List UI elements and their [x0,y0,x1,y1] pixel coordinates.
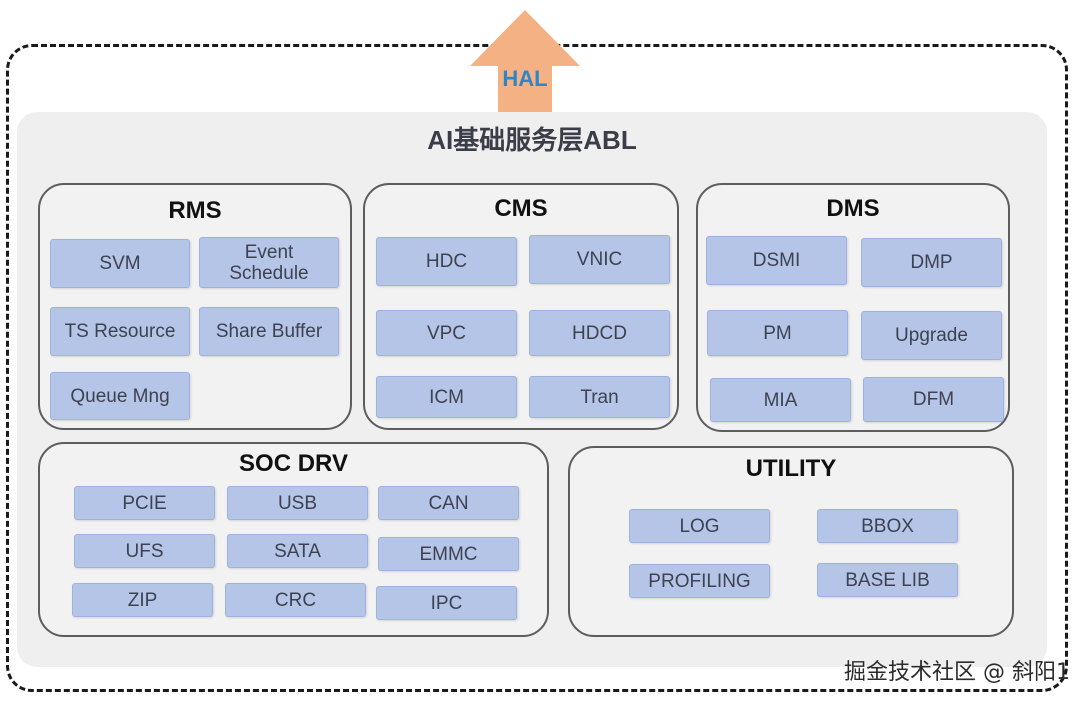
soc-module-usb: USB [227,486,368,520]
cms-module-vnic: VNIC [529,235,670,284]
soc-module-pcie: PCIE [74,486,215,520]
utility-title: UTILITY [745,455,837,482]
dms-module-dsmi: DSMI [706,236,847,285]
rms-module-svm: SVM [50,239,190,288]
utility-module-bbox: BBOX [817,509,958,543]
soc-module-ufs: UFS [74,534,215,568]
dms-module-dfm: DFM [863,377,1004,422]
cms-title: CMS [494,195,548,222]
up-arrow-icon [470,10,580,116]
rms-title: RMS [168,197,222,224]
rms-module-share-buffer: Share Buffer [199,307,339,356]
dms-title: DMS [826,195,880,222]
soc-module-zip: ZIP [72,583,213,617]
cms-module-icm: ICM [376,376,517,418]
soc-module-sata: SATA [227,534,368,568]
dms-module-dmp: DMP [861,238,1002,287]
watermark-text: 掘金技术社区 @ 斜阳1 [844,660,1070,685]
abl-title: AI基础服务层ABL [427,125,637,155]
soc-drv-title: SOC DRV [239,450,348,477]
utility-module-log: LOG [629,509,770,543]
cms-module-hdc: HDC [376,237,517,286]
soc-module-can: CAN [378,486,519,520]
utility-module-base-lib: BASE LIB [817,563,958,597]
dms-module-upgrade: Upgrade [861,311,1002,360]
rms-module-ts-resource: TS Resource [50,307,190,356]
cms-module-tran: Tran [529,376,670,418]
dms-module-mia: MIA [710,378,851,422]
cms-module-hdcd: HDCD [529,310,670,356]
soc-module-ipc: IPC [376,586,517,620]
utility-module-profiling: PROFILING [629,564,770,598]
soc-module-crc: CRC [225,583,366,617]
rms-module-queue-mng: Queue Mng [50,372,190,420]
cms-module-vpc: VPC [376,310,517,356]
dms-module-pm: PM [707,310,848,356]
rms-module-event-schedule: Event Schedule [199,237,339,288]
soc-module-emmc: EMMC [378,537,519,571]
hal-label: HAL [502,66,548,91]
